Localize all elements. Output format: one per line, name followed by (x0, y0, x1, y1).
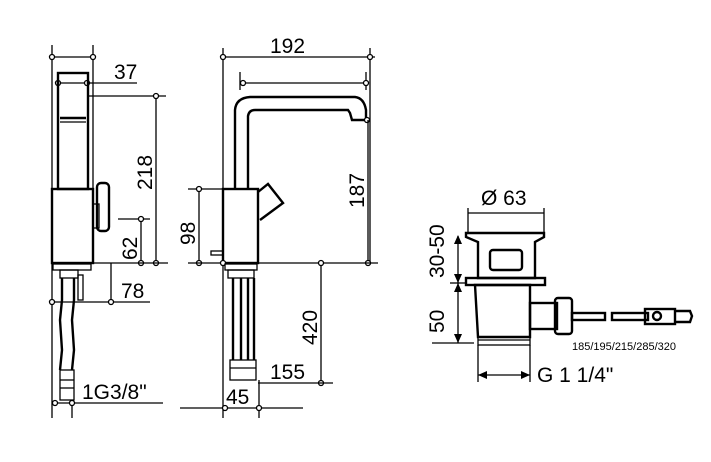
dim-45: 45 (226, 386, 249, 409)
dim-192: 192 (270, 35, 305, 58)
dim-adjust-height: 30-50 (426, 224, 449, 278)
dim-78: 78 (121, 280, 144, 303)
dim-155: 155 (270, 361, 305, 384)
dim-37: 37 (114, 61, 137, 84)
dim-187: 187 (346, 173, 369, 208)
side-view: 37 218 62 78 1G3/8" (48, 45, 168, 418)
dim-218: 218 (134, 155, 157, 190)
dim-98: 98 (177, 222, 200, 245)
dim-62: 62 (119, 237, 142, 260)
dim-connection: 1G3/8" (82, 381, 147, 404)
dim-diameter: Ø 63 (481, 187, 527, 210)
dim-thread: G 1 1/4" (537, 364, 613, 387)
front-view: 192 98 187 420 155 45 (177, 35, 378, 418)
dim-420: 420 (299, 310, 322, 345)
waste-valve-view: Ø 63 185/195/215/285/320 30-50 50 G 1 1/… (426, 187, 694, 387)
rod-lengths: 185/195/215/285/320 (572, 341, 676, 353)
dim-body-height: 50 (426, 310, 449, 333)
